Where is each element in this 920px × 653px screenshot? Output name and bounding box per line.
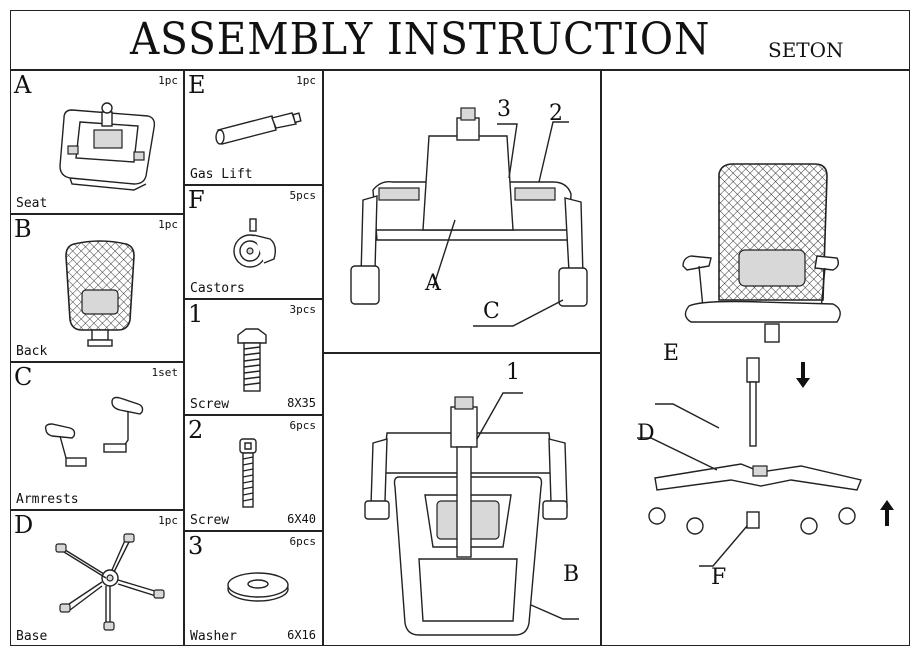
final-assembly-drawing xyxy=(637,163,862,567)
callout-label: C xyxy=(483,299,500,324)
part-name: Screw xyxy=(190,397,230,412)
part-size: 8X35 xyxy=(287,396,316,410)
part-letter: D xyxy=(14,511,34,539)
part-letter: 3 xyxy=(188,532,204,560)
part-cell-washer: 3 6pcs Washer 6X16 xyxy=(184,531,322,646)
screw-drawing xyxy=(239,438,257,508)
step-1-panel: 3 2 A C xyxy=(323,70,600,352)
callout-label: 2 xyxy=(549,101,563,126)
part-cell-armrests: C 1set Armrests xyxy=(10,362,184,509)
callout-label: E xyxy=(663,341,680,366)
callout-label: F xyxy=(711,565,727,590)
part-name: Washer xyxy=(190,629,237,644)
header-divider xyxy=(10,69,910,71)
row-divider-b xyxy=(10,361,184,363)
part-cell-seat: A 1pc Seat xyxy=(10,70,184,213)
part-quantity: 6pcs xyxy=(289,535,317,548)
part-name: Armrests xyxy=(16,492,79,507)
sheet-title: ASSEMBLY INSTRUCTION xyxy=(130,14,711,65)
back-mounting-drawing xyxy=(364,392,579,636)
part-name: Gas Lift xyxy=(190,167,253,182)
part-cell-castors: F 5pcs Castors xyxy=(184,185,322,298)
col-divider-1 xyxy=(183,69,185,646)
col-divider-3 xyxy=(600,69,602,646)
row-divider-c xyxy=(10,509,184,511)
part-quantity: 1set xyxy=(151,366,179,379)
seat-drawing xyxy=(59,102,156,191)
part-quantity: 1pc xyxy=(296,74,316,87)
part-letter: F xyxy=(188,186,205,214)
gas-lift-drawing xyxy=(215,112,302,145)
callout-label: D xyxy=(637,421,655,446)
callout-label: 3 xyxy=(497,97,511,122)
part-letter: B xyxy=(14,215,32,243)
step-2-panel: 1 B xyxy=(323,353,600,646)
part-cell-back: B 1pc Back xyxy=(10,214,184,361)
part-letter: 1 xyxy=(188,300,204,328)
part-size: 6X40 xyxy=(287,512,316,526)
part-quantity: 3pcs xyxy=(289,303,317,316)
base-drawing xyxy=(55,533,165,631)
row-divider-f xyxy=(183,298,323,300)
part-cell-screw-6x40: 2 6pcs Screw 6X40 xyxy=(184,415,322,530)
screw-drawing xyxy=(237,328,267,392)
part-name: Castors xyxy=(190,281,245,296)
row-divider-1 xyxy=(183,414,323,416)
callout-label: B xyxy=(563,562,580,587)
callout-label: 1 xyxy=(506,360,520,385)
row-divider-e xyxy=(183,184,323,186)
sheet-frame xyxy=(10,10,910,646)
back-drawing xyxy=(65,240,135,347)
part-quantity: 6pcs xyxy=(289,419,317,432)
castor-drawing xyxy=(233,218,277,268)
part-name: Seat xyxy=(16,196,48,211)
part-quantity: 1pc xyxy=(158,74,178,87)
arrow-down-icon xyxy=(796,362,810,388)
seat-mounting-drawing xyxy=(350,107,588,327)
row-divider-2 xyxy=(183,530,323,532)
part-letter: 2 xyxy=(188,416,204,444)
part-letter: A xyxy=(14,71,32,99)
part-name: Back xyxy=(16,344,48,359)
part-name: Screw xyxy=(190,513,230,528)
washer-drawing xyxy=(227,572,289,602)
step-3-panel: E D F xyxy=(601,70,910,646)
arrow-up-icon xyxy=(880,500,894,526)
part-quantity: 1pc xyxy=(158,218,178,231)
part-size: 6X16 xyxy=(287,628,316,642)
armrests-drawing xyxy=(44,396,144,467)
part-letter: E xyxy=(188,71,206,99)
part-quantity: 1pc xyxy=(158,514,178,527)
part-quantity: 5pcs xyxy=(289,189,317,202)
part-cell-base: D 1pc Base xyxy=(10,510,184,646)
callout-label: A xyxy=(425,271,441,296)
brand-name: SETON xyxy=(768,38,844,62)
part-name: Base xyxy=(16,629,48,644)
part-cell-gas-lift: E 1pc Gas Lift xyxy=(184,70,322,184)
row-divider-a xyxy=(10,213,184,215)
col-divider-2 xyxy=(322,69,324,646)
part-letter: C xyxy=(14,363,33,391)
step-divider xyxy=(322,352,601,354)
part-cell-screw-8x35: 1 3pcs Screw 8X35 xyxy=(184,299,322,414)
